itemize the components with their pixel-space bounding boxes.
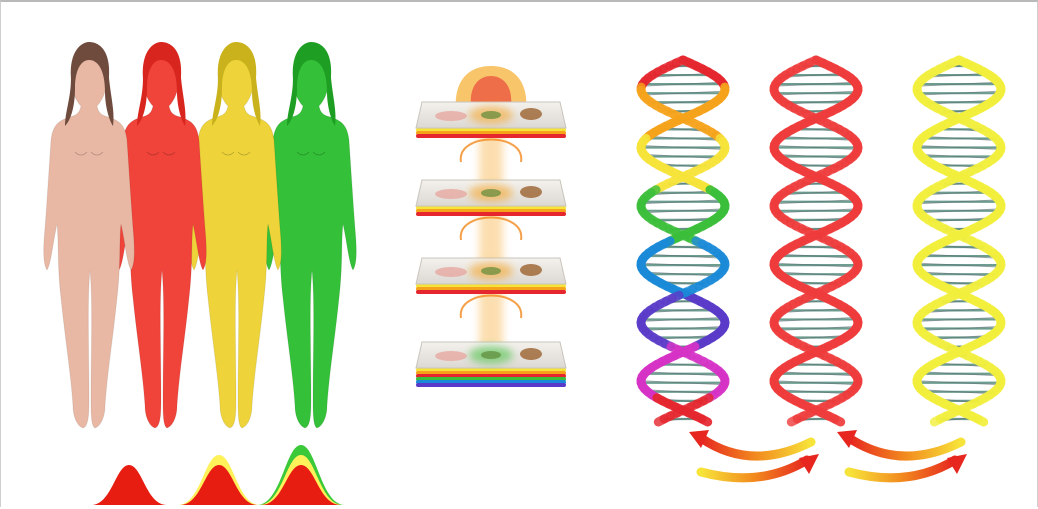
- stack-layer-3-cells: [435, 267, 467, 277]
- stack-layer-1: [416, 102, 566, 138]
- energy-beam: [479, 112, 503, 362]
- stack-layer-1-band: [416, 134, 566, 138]
- dna-helix-yellow: [917, 60, 1001, 422]
- curve-red-band: [91, 465, 167, 505]
- curve-red: [91, 465, 167, 505]
- stack-layer-4-core: [481, 351, 501, 359]
- stack-layer-1-cells: [435, 111, 467, 121]
- arrow-right-top: [837, 430, 961, 456]
- stack-layer-2-core: [481, 189, 501, 197]
- stack-layer-3-band: [416, 290, 566, 294]
- figure-natural: [44, 42, 135, 428]
- layer-stack-group: [416, 66, 566, 387]
- stack-layer-4-cells: [435, 351, 467, 361]
- stack-layer-3: [416, 258, 566, 294]
- arrow-left-top: [689, 430, 811, 456]
- arrow-right-top-shaft: [849, 438, 961, 456]
- arrows-group: [689, 430, 967, 478]
- stack-layer-1-organelle: [520, 108, 542, 120]
- stack-layer-4-organelle: [520, 348, 542, 360]
- stack-layer-2-cells: [435, 189, 467, 199]
- arrow-left-bottom-shaft: [701, 460, 807, 478]
- dna-helix-red: [774, 60, 858, 422]
- dna-helices-group: [641, 60, 1001, 422]
- curve-red-yellow: [178, 455, 260, 505]
- dna-helix-red-backbone-b: [791, 419, 797, 422]
- dna-helix-rainbow-backbone-b: [658, 419, 664, 422]
- stack-layer-4-band: [416, 383, 566, 387]
- stack-layer-2-band: [416, 212, 566, 216]
- stack-layer-3-organelle: [520, 264, 542, 276]
- female-figures-group: [44, 42, 357, 428]
- dna-helix-yellow-backbone-b: [934, 419, 940, 422]
- dna-helix-rainbow-backbone-a: [702, 419, 708, 422]
- stack-layer-1-core: [481, 111, 501, 119]
- dna-helix-yellow-backbone-a: [978, 419, 984, 422]
- curve-red-yellow-green: [257, 445, 345, 505]
- dna-helix-rainbow: [641, 60, 725, 422]
- arrow-left-top-shaft: [701, 438, 811, 456]
- stack-layer-4: [416, 342, 566, 387]
- stack-layer-3-core: [481, 267, 501, 275]
- arrow-right-bottom-shaft: [849, 460, 955, 478]
- stack-layer-2-organelle: [520, 186, 542, 198]
- stack-layer-2: [416, 180, 566, 216]
- dna-helix-red-backbone-a: [835, 419, 841, 422]
- distribution-curves-group: [91, 445, 345, 505]
